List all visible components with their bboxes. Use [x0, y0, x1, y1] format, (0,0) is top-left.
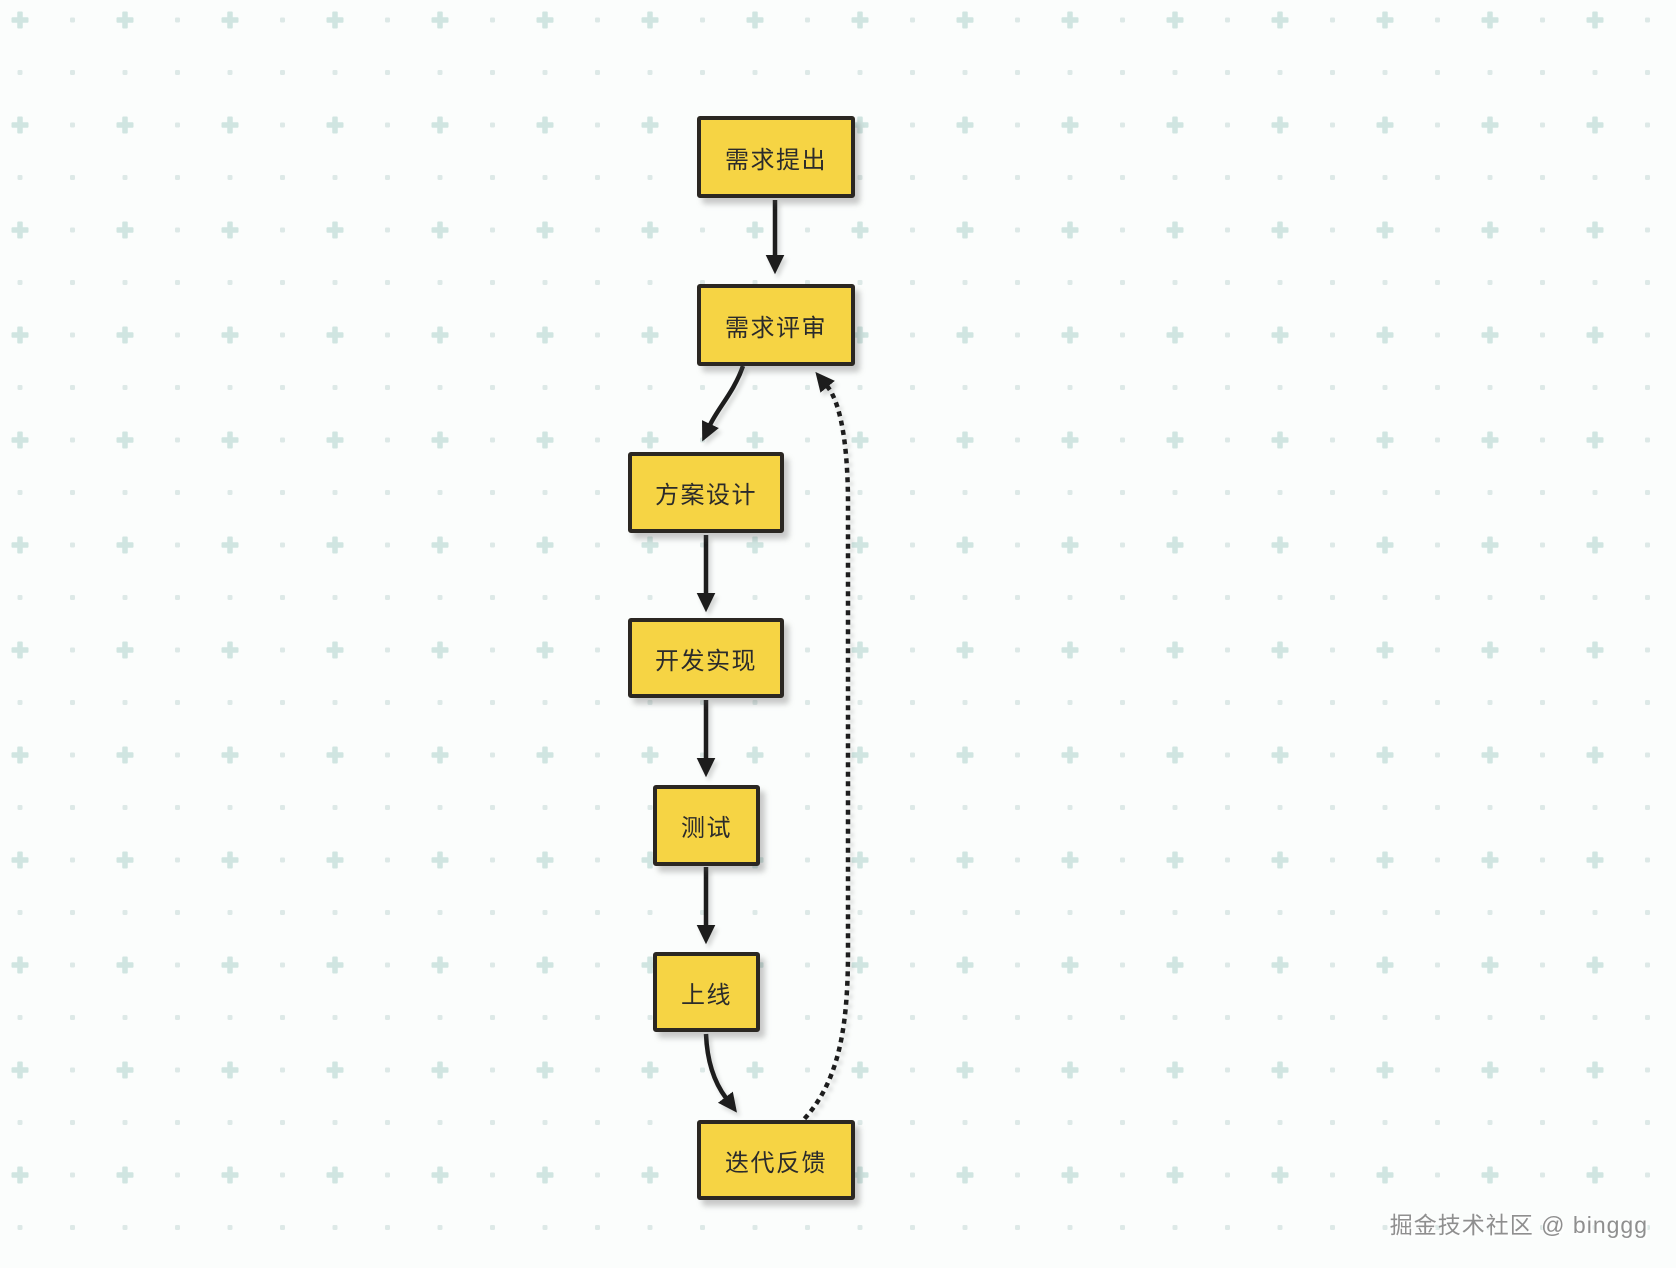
watermark: 掘金技术社区 @ binggg: [1389, 1212, 1648, 1238]
node-label: 方案设计: [655, 482, 757, 509]
node-label: 测试: [681, 815, 732, 842]
flow-node-testing[interactable]: 测试: [653, 785, 760, 866]
node-label: 迭代反馈: [725, 1149, 827, 1177]
node-label: 上线: [681, 981, 732, 1009]
flow-node-solution-design[interactable]: 方案设计: [628, 452, 784, 533]
flow-node-launch[interactable]: 上线: [653, 952, 760, 1032]
node-label: 需求提出: [725, 146, 827, 174]
node-label: 需求评审: [725, 314, 827, 342]
flow-node-requirement-proposal[interactable]: 需求提出: [697, 116, 855, 198]
connector-launch-to-feedback[interactable]: [703, 1033, 737, 1113]
connector-review-to-design[interactable]: [702, 365, 746, 442]
flow-node-development[interactable]: 开发实现: [628, 618, 784, 698]
flow-node-iteration-feedback[interactable]: 迭代反馈: [697, 1120, 855, 1200]
node-label: 开发实现: [655, 647, 757, 675]
flow-node-requirement-review[interactable]: 需求评审: [697, 284, 855, 366]
connector-feedback-to-review-loop[interactable]: [802, 371, 851, 1121]
